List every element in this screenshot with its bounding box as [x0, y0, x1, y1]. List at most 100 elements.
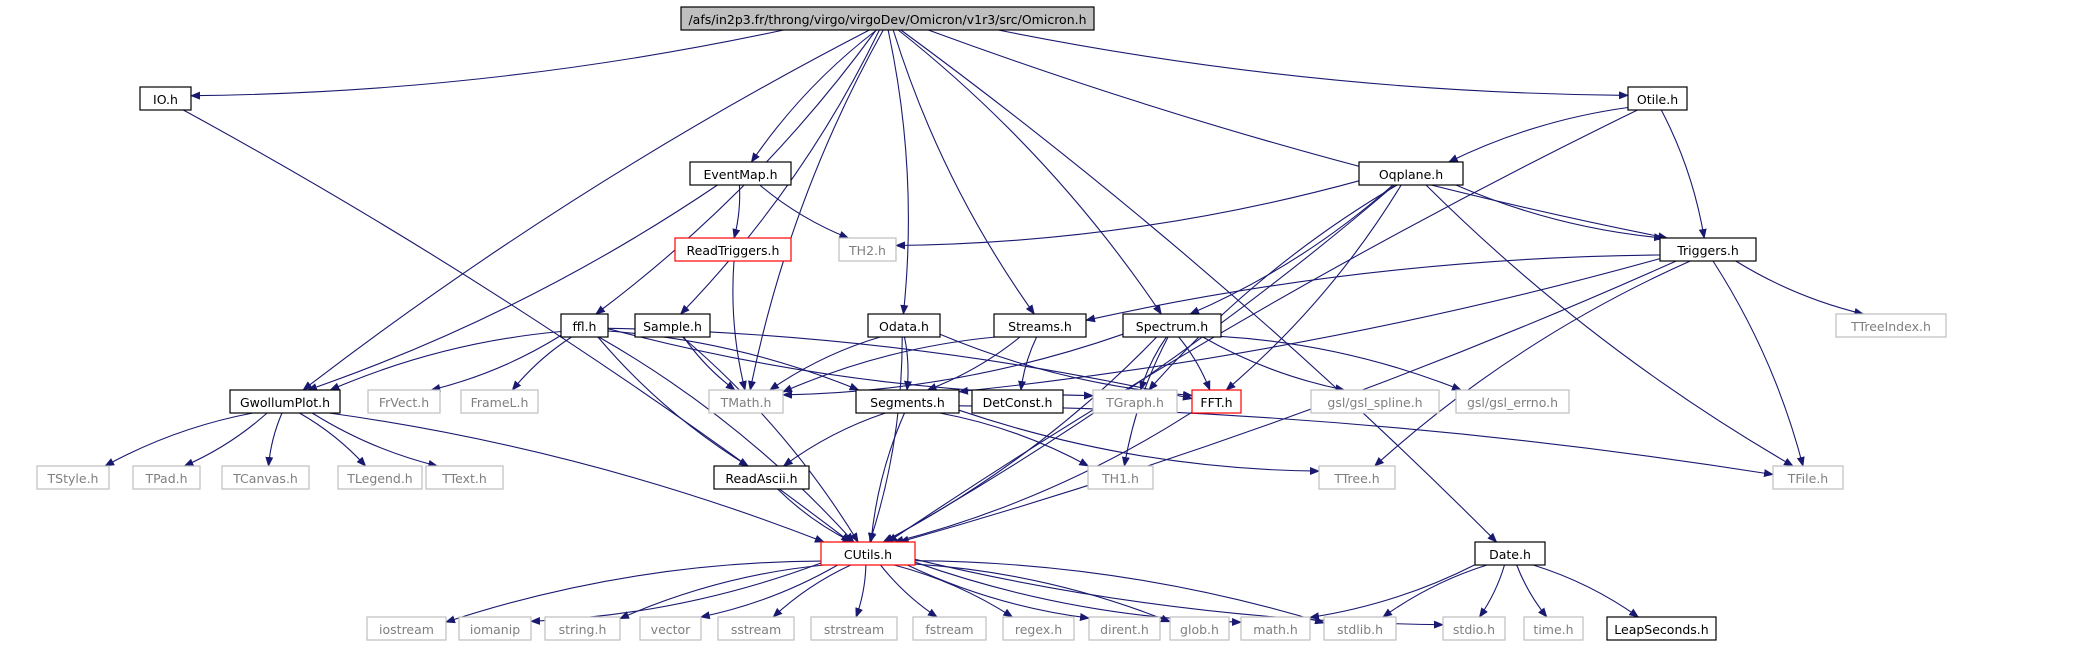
node-th1: TH1.h: [1087, 465, 1154, 490]
edge-spectrum-to-cutils: [882, 336, 1158, 543]
edge-root-to-date: [900, 29, 1498, 543]
node-time: time.h: [1523, 616, 1584, 641]
edge-root-to-triggers: [928, 29, 1669, 241]
node-label-ttext: TText.h: [441, 471, 487, 486]
node-label-odata: Odata.h: [879, 319, 929, 334]
node-box-ttext: [425, 465, 504, 490]
node-label-ttree: TTree.h: [1333, 471, 1379, 486]
node-label-tcanvas: TCanvas.h: [232, 471, 298, 486]
edge-triggers-to-cutils: [898, 260, 1677, 544]
node-label-tfile: TFile.h: [1787, 471, 1828, 486]
node-box-tfile: [1772, 465, 1844, 490]
node-label-otile: Otile.h: [1637, 92, 1678, 107]
node-string: string.h: [544, 616, 621, 641]
node-otile[interactable]: Otile.h: [1627, 86, 1688, 111]
node-detconst[interactable]: DetConst.h: [971, 389, 1064, 414]
node-box-ttree: [1318, 465, 1396, 490]
node-box-triggers: [1659, 237, 1757, 262]
node-label-iostream: iostream: [379, 622, 434, 637]
node-box-regex: [1002, 616, 1075, 641]
edge-gwollum-to-tpad: [183, 412, 268, 467]
node-regex: regex.h: [1002, 616, 1075, 641]
node-eventmap[interactable]: EventMap.h: [689, 161, 792, 186]
node-label-strstream: strstream: [824, 622, 884, 637]
node-box-vector: [639, 616, 702, 641]
node-label-time: time.h: [1533, 622, 1573, 637]
node-gslspline: gsl/gsl_spline.h: [1310, 389, 1440, 414]
edge-triggers-to-ttreeindex: [1735, 260, 1865, 316]
node-th2: TH2.h: [838, 237, 897, 262]
edge-otile-to-triggers: [1660, 109, 1707, 239]
node-stdio: stdio.h: [1442, 616, 1506, 641]
node-vector: vector: [639, 616, 702, 641]
node-label-framel: FrameL.h: [471, 395, 529, 410]
edge-fft-to-cutils: [893, 411, 1193, 544]
edge-oqplane-to-fft: [1225, 184, 1402, 391]
edge-segments-to-th1: [939, 412, 1090, 467]
node-ffl[interactable]: ffl.h: [560, 313, 609, 338]
edge-ffl-to-cutils: [598, 336, 855, 543]
node-readascii[interactable]: ReadAscii.h: [713, 465, 810, 490]
edge-sample-to-tmath: [683, 336, 736, 391]
node-box-ffl: [560, 313, 609, 338]
edge-root-to-io: [190, 29, 784, 100]
edge-readtriggers-to-tmath: [732, 260, 747, 391]
node-sample[interactable]: Sample.h: [634, 313, 711, 338]
node-date[interactable]: Date.h: [1474, 541, 1546, 566]
node-tfile: TFile.h: [1772, 465, 1844, 490]
node-box-segments: [855, 389, 960, 414]
node-label-regex: regex.h: [1015, 622, 1062, 637]
node-box-root: [680, 6, 1095, 31]
node-leapseconds[interactable]: LeapSeconds.h: [1606, 616, 1717, 641]
node-label-readtriggers: ReadTriggers.h: [687, 243, 780, 258]
node-gwollum[interactable]: GwollumPlot.h: [229, 389, 341, 414]
node-root[interactable]: /afs/in2p3.fr/throng/virgo/virgoDev/Omic…: [680, 6, 1095, 31]
edge-spectrum-to-tgraph: [1139, 336, 1167, 391]
node-label-fft: FFT.h: [1200, 395, 1232, 410]
edge-odata-to-segments: [903, 336, 912, 391]
node-triggers[interactable]: Triggers.h: [1659, 237, 1757, 262]
node-label-gslerrno: gsl/gsl_errno.h: [1467, 395, 1558, 410]
edge-otile-to-oqplane: [1447, 106, 1629, 163]
node-label-detconst: DetConst.h: [983, 395, 1053, 410]
node-box-framel: [460, 389, 539, 414]
edge-cutils-to-fstream: [880, 564, 938, 618]
node-label-tmath: TMath.h: [720, 395, 772, 410]
node-label-eventmap: EventMap.h: [703, 167, 777, 182]
node-label-sstream: sstream: [731, 622, 781, 637]
edge-spectrum-to-fft: [1178, 336, 1211, 391]
node-box-string: [544, 616, 621, 641]
node-fft[interactable]: FFT.h: [1191, 389, 1242, 414]
node-label-triggers: Triggers.h: [1676, 243, 1739, 258]
node-iostream: iostream: [366, 616, 447, 641]
edge-gwollum-to-tstyle: [104, 412, 254, 467]
node-box-sample: [634, 313, 711, 338]
node-segments[interactable]: Segments.h: [855, 389, 960, 414]
node-spectrum[interactable]: Spectrum.h: [1122, 313, 1222, 338]
node-box-detconst: [971, 389, 1064, 414]
edge-odata-to-tmath: [769, 336, 881, 391]
node-odata[interactable]: Odata.h: [867, 313, 941, 338]
node-box-eventmap: [689, 161, 792, 186]
node-io[interactable]: IO.h: [139, 86, 192, 111]
edge-cutils-to-sstream: [772, 564, 852, 618]
node-tpad: TPad.h: [132, 465, 201, 490]
edge-oqplane-to-spectrum: [1189, 184, 1394, 315]
edge-otile-to-cutils: [887, 109, 1638, 543]
edge-date-to-stdlib: [1382, 564, 1488, 618]
node-streams[interactable]: Streams.h: [993, 313, 1087, 338]
node-label-fstream: fstream: [925, 622, 973, 637]
node-label-vector: vector: [651, 622, 692, 637]
node-cutils[interactable]: CUtils.h: [820, 541, 916, 566]
node-box-streams: [993, 313, 1087, 338]
node-dirent: dirent.h: [1088, 616, 1161, 641]
edge-date-to-stdio: [1478, 564, 1506, 618]
node-oqplane[interactable]: Oqplane.h: [1358, 161, 1464, 186]
node-ttreeindex: TTreeIndex.h: [1835, 313, 1947, 338]
node-label-root: /afs/in2p3.fr/throng/virgo/virgoDev/Omic…: [688, 12, 1086, 27]
node-readtriggers[interactable]: ReadTriggers.h: [674, 237, 792, 262]
edge-sample-to-cutils: [682, 336, 859, 543]
node-tmath: TMath.h: [708, 389, 784, 414]
edge-triggers-to-segments: [958, 258, 1661, 395]
edge-oqplane-to-th2: [895, 180, 1360, 250]
